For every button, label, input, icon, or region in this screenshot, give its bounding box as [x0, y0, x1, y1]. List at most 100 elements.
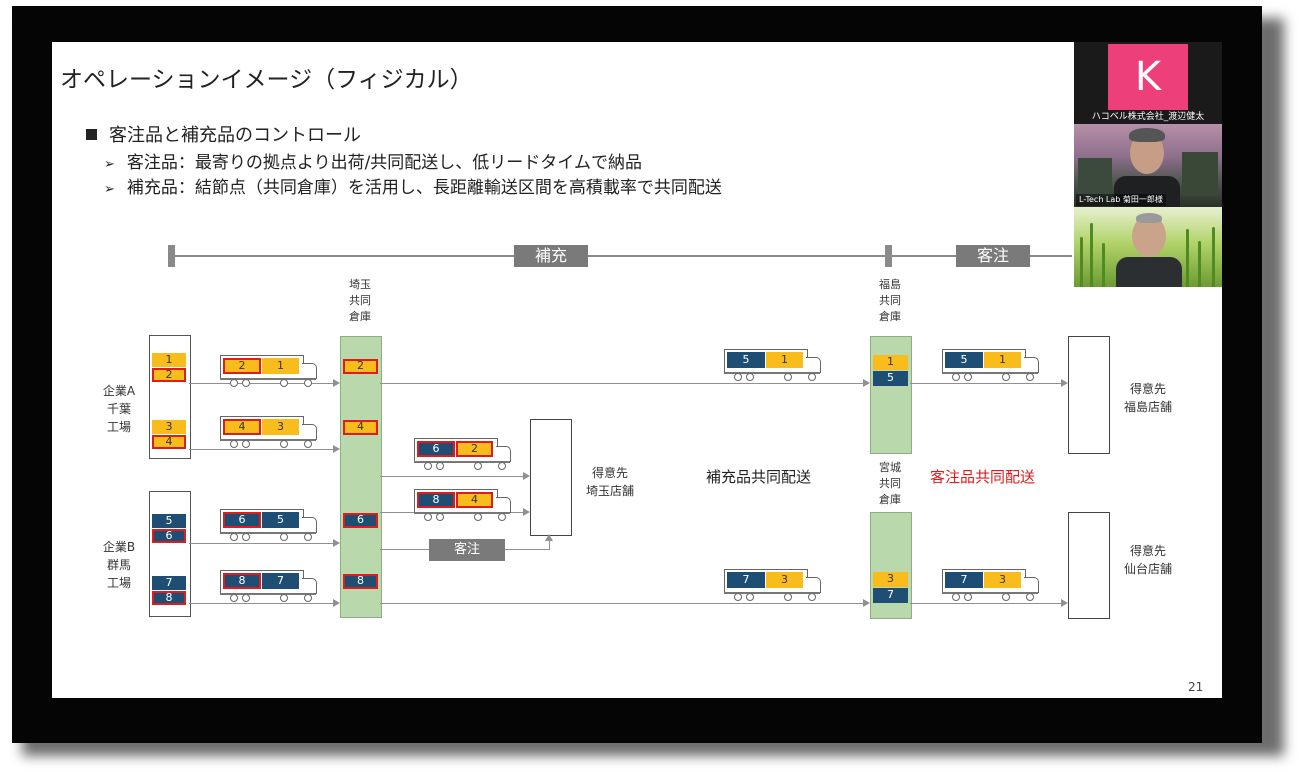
grass-blade [1198, 241, 1201, 287]
arrow-right-icon [1061, 379, 1068, 387]
truck-cargo: 5 [262, 512, 299, 528]
grass-blade [1080, 237, 1083, 287]
truck: 4 3 [220, 416, 318, 448]
square-bullet-icon [86, 128, 97, 140]
slide: オペレーションイメージ（フィジカル） 客注品と補充品のコントロール ➢ 客注品：最… [52, 42, 1222, 698]
grass-blade [1212, 227, 1215, 287]
page-number: 21 [1188, 680, 1204, 694]
saitama-depot: 2 4 6 8 [340, 336, 382, 618]
participant-name-1: ハコベル株式会社_渡辺健太 [1091, 112, 1205, 122]
flow-line [189, 543, 333, 544]
flow-line [189, 603, 333, 604]
item-cell: 5 [873, 371, 908, 386]
item-cell: 8 [152, 591, 186, 605]
truck: 5 1 [942, 349, 1040, 381]
item-cell: 5 [152, 514, 186, 528]
flow-line [380, 603, 863, 604]
grass-blade [1102, 243, 1105, 287]
saitama-depot-label: 埼玉 共同 倉庫 [349, 278, 371, 323]
arrow-right-icon [1061, 599, 1068, 607]
fukushima-depot-label: 福島 共同 倉庫 [879, 278, 901, 323]
fukushima-depot: 1 5 [870, 336, 912, 454]
arrow-right-icon [863, 599, 870, 607]
truck-cargo: 4 [456, 492, 493, 508]
truck: 5 1 [724, 349, 822, 381]
miyagi-depot-label: 宮城 共同 倉庫 [879, 461, 901, 506]
item-cell: 1 [152, 353, 186, 367]
item-cell: 7 [873, 588, 908, 603]
truck-cargo: 7 [945, 572, 983, 588]
participant-tile-3[interactable] [1074, 207, 1222, 287]
fukushima-store-label: 得意先 福島店舗 [1123, 382, 1172, 414]
company-a-label: 企業A 千葉 工場 [102, 384, 136, 434]
truck: 8 7 [220, 570, 318, 602]
truck-cargo: 2 [456, 441, 493, 457]
phase-timeline [172, 255, 1072, 257]
sub-bullet-text-2: 補充品：結節点（共同倉庫）を活用し、長距離輸送区間を高積載率で共同配送 [126, 178, 722, 198]
main-bullet-text: 客注品と補充品のコントロール [109, 125, 361, 146]
fukushima-store-box [1068, 336, 1110, 454]
phase-tick-mid [885, 245, 892, 267]
arrow-bullet-icon: ➢ [104, 157, 115, 172]
flow-line [380, 476, 523, 477]
truck: 2 1 [220, 355, 318, 387]
truck: 7 3 [724, 569, 822, 601]
item-cell: 4 [152, 435, 186, 449]
order-joint-label: 客注品共同配送 [930, 468, 1036, 486]
phase-tick-start [168, 245, 175, 267]
sendai-store-box [1068, 512, 1110, 619]
item-cell: 2 [152, 368, 186, 382]
truck-cargo: 4 [223, 419, 261, 435]
truck-cargo: 1 [984, 352, 1021, 368]
item-cell: 1 [873, 355, 908, 370]
arrow-right-icon [333, 379, 340, 387]
truck-cargo: 6 [223, 512, 261, 528]
participant-hair [1129, 128, 1165, 142]
truck-cargo: 5 [945, 352, 983, 368]
saitama-store-label: 得意先 埼玉店舗 [585, 466, 634, 498]
truck-cargo: 8 [223, 573, 261, 589]
customer-order-box: 客注 [429, 539, 505, 561]
flow-line [910, 383, 1061, 384]
item-cell: 6 [343, 513, 378, 528]
sub-bullet-text-1: 客注品：最寄りの拠点より出荷/共同配送し、低リードタイムで納品 [126, 153, 642, 173]
truck: 6 2 [414, 438, 512, 470]
truck-cargo: 7 [262, 573, 299, 589]
flow-line [549, 541, 550, 550]
truck: 8 4 [414, 489, 512, 521]
main-bullet: 客注品と補充品のコントロール [86, 121, 361, 147]
truck: 7 3 [942, 569, 1040, 601]
sub-bullet-1: ➢ 客注品：最寄りの拠点より出荷/共同配送し、低リードタイムで納品 [104, 148, 642, 173]
truck-cargo: 1 [262, 358, 299, 374]
company-b-inventory: 5 6 7 8 [149, 491, 191, 617]
miyagi-depot: 3 7 [870, 512, 912, 619]
truck-cargo: 6 [417, 441, 455, 457]
flow-line [189, 449, 333, 450]
participant-tile-1[interactable]: K ハコベル株式会社_渡辺健太 [1074, 42, 1222, 124]
flow-line [380, 383, 863, 384]
truck-cargo: 7 [727, 572, 765, 588]
truck-cargo: 1 [766, 352, 803, 368]
arrow-right-icon [523, 472, 530, 480]
participant-tile-2[interactable]: L-Tech Lab 菊田一郎様 [1074, 124, 1222, 207]
slide-title: オペレーションイメージ（フィジカル） [60, 67, 473, 93]
arrow-right-icon [523, 508, 530, 516]
arrow-right-icon [333, 599, 340, 607]
flow-line [910, 603, 1061, 604]
arrow-up-icon [545, 534, 553, 541]
truck-cargo: 2 [223, 358, 261, 374]
saitama-store-box [530, 419, 572, 536]
truck-cargo: 8 [417, 492, 455, 508]
participant-figure [1114, 176, 1180, 207]
item-cell: 6 [152, 529, 186, 543]
arrow-right-icon [333, 539, 340, 547]
item-cell: 3 [873, 572, 908, 587]
item-cell: 8 [343, 574, 378, 589]
item-cell: 4 [343, 420, 378, 435]
phase-label-replenish: 補充 [514, 245, 588, 267]
grass-blade [1090, 223, 1093, 287]
item-cell: 7 [152, 576, 186, 590]
participant-figure [1116, 257, 1182, 287]
arrow-right-icon [863, 379, 870, 387]
company-a-inventory: 1 2 3 4 [149, 335, 191, 459]
